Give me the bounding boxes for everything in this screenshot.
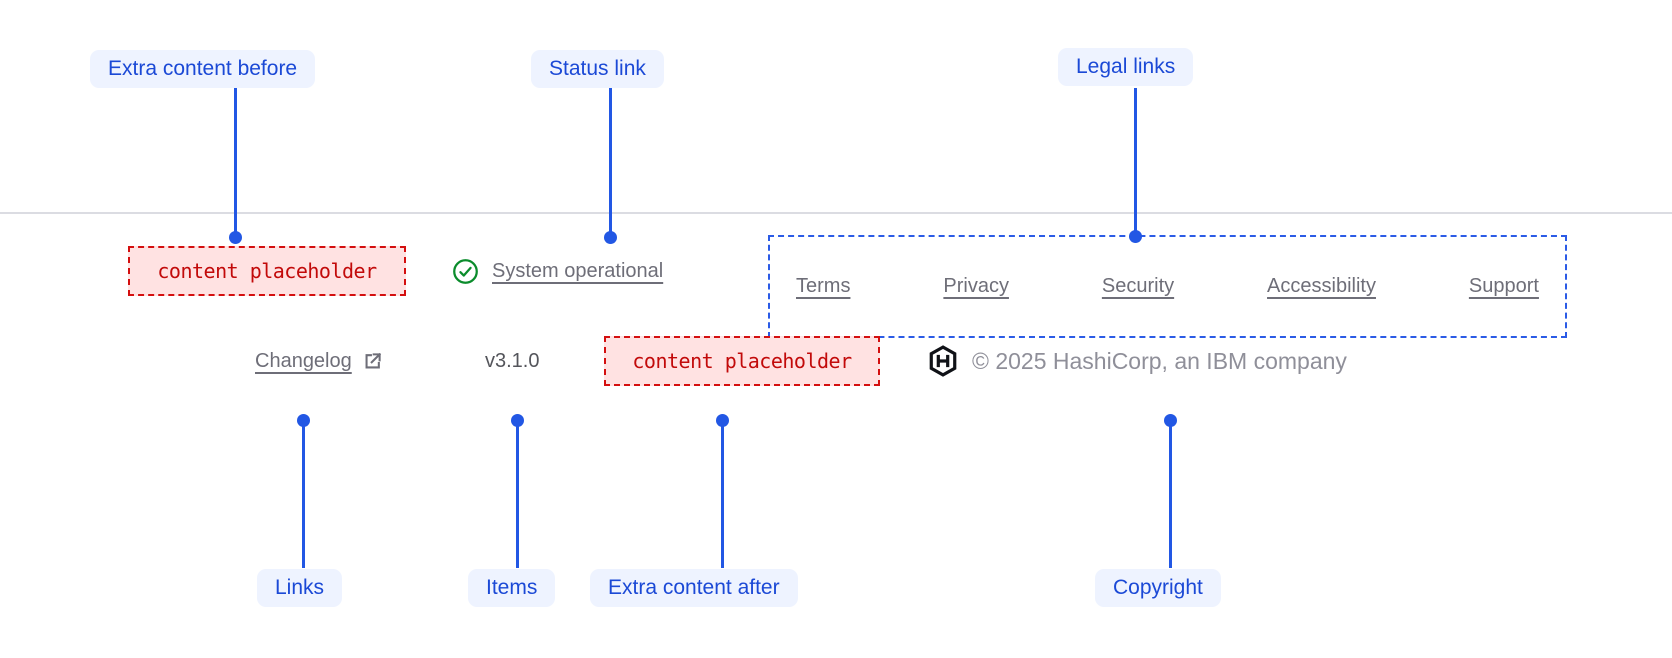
- check-circle-icon: [452, 258, 479, 285]
- connector-line: [608, 88, 612, 232]
- annotation-label-items: Items: [468, 569, 556, 608]
- version-text: v3.1.0: [485, 349, 540, 372]
- annotation-label-extra-content-before: Extra content before: [90, 50, 316, 89]
- connector-line: [515, 426, 519, 568]
- connector-dot: [296, 414, 310, 427]
- connector-dot: [1163, 414, 1177, 427]
- legal-link-security[interactable]: Security: [1101, 275, 1175, 297]
- connector-dot: [603, 231, 617, 244]
- extra-content-before-placeholder: content placeholder: [128, 246, 406, 296]
- external-link-icon: [363, 352, 382, 371]
- hashicorp-logo-icon: [928, 345, 958, 377]
- legal-link-terms[interactable]: Terms: [796, 275, 851, 297]
- connector-line: [1133, 88, 1137, 231]
- connector-line: [233, 88, 237, 232]
- connector-dot: [228, 231, 242, 244]
- legal-link-accessibility[interactable]: Accessibility: [1267, 275, 1376, 297]
- annotation-label-legal-links: Legal links: [1058, 48, 1194, 87]
- copyright-text: © 2025 HashiCorp, an IBM company: [972, 347, 1347, 374]
- annotation-label-status-link: Status link: [531, 50, 664, 89]
- annotation-label-extra-content-after: Extra content after: [590, 569, 798, 608]
- copyright-group: © 2025 HashiCorp, an IBM company: [928, 336, 1347, 386]
- changelog-link[interactable]: Changelog: [255, 336, 382, 386]
- status-link-label[interactable]: System operational: [492, 259, 664, 282]
- status-link[interactable]: System operational: [452, 246, 663, 296]
- connector-dot: [1128, 230, 1142, 243]
- legal-link-support[interactable]: Support: [1468, 275, 1539, 297]
- connector-dot: [715, 414, 729, 427]
- connector-line: [720, 426, 724, 568]
- connector-line: [301, 426, 305, 568]
- annotation-label-copyright: Copyright: [1095, 569, 1221, 608]
- connector-line: [1168, 426, 1172, 568]
- extra-content-after-placeholder: content placeholder: [604, 336, 880, 386]
- footer-top-divider: [0, 212, 1672, 214]
- changelog-link-label[interactable]: Changelog: [255, 349, 352, 372]
- connector-dot: [510, 414, 524, 427]
- legal-links-group: Terms Privacy Security Accessibility Sup…: [768, 235, 1567, 338]
- annotation-label-links: Links: [257, 569, 343, 608]
- legal-link-privacy[interactable]: Privacy: [943, 275, 1009, 297]
